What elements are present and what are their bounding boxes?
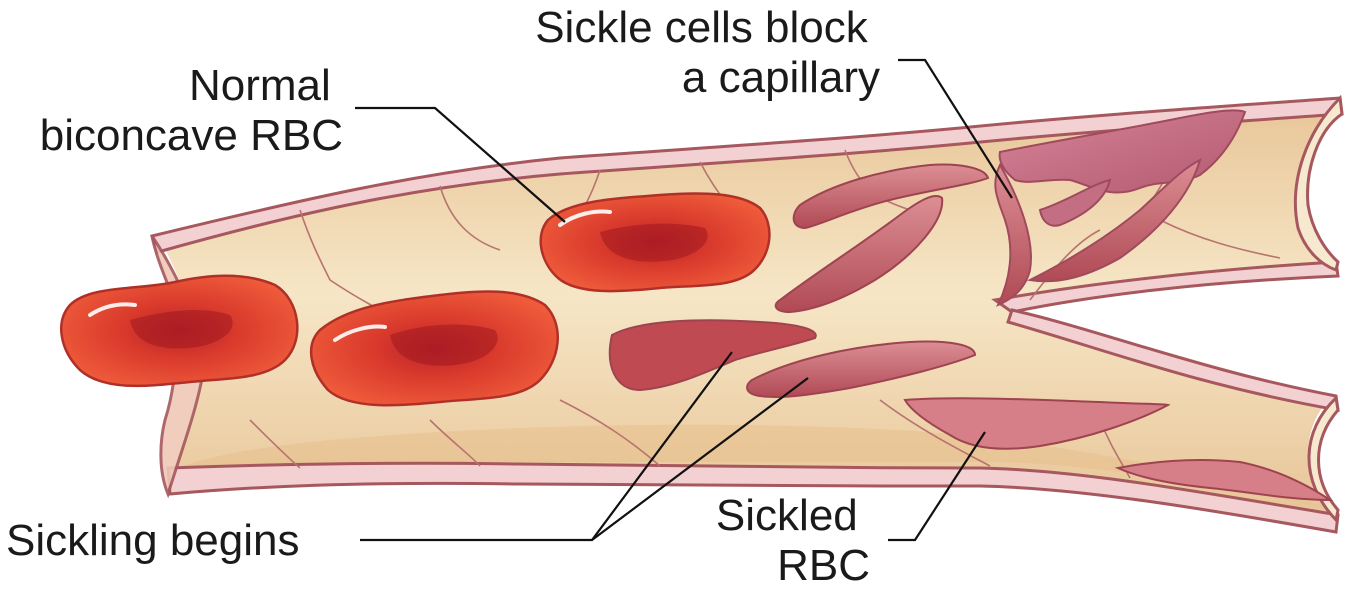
label-sickled-rbc-line1: Sickled bbox=[716, 491, 858, 540]
sickled-rbc-far bbox=[1114, 459, 1334, 502]
label-sickled-rbc-line2: RBC bbox=[777, 541, 870, 590]
sickling-cell-begin-1 bbox=[608, 319, 817, 392]
sickled-cells bbox=[608, 163, 1334, 502]
sickled-rbc-lower bbox=[903, 397, 1171, 450]
label-normal-rbc-line2: biconcave RBC bbox=[40, 111, 343, 160]
blocked-sickle-cell-2 bbox=[1026, 158, 1202, 283]
vessel-right-end-top bbox=[1293, 94, 1344, 272]
leader-lines bbox=[355, 58, 1013, 542]
normal-rbcs bbox=[60, 192, 771, 407]
label-sickling-begins: Sickling begins bbox=[6, 516, 300, 565]
label-sickle-block: Sickle cells block a capillary bbox=[535, 3, 880, 102]
label-normal-rbc: Normal biconcave RBC bbox=[40, 61, 343, 160]
label-sickling-begins-line1: Sickling begins bbox=[6, 516, 300, 565]
sickle-cell-upper bbox=[792, 163, 990, 230]
leader-sickled-rbc bbox=[888, 431, 986, 542]
label-sickled-rbc: Sickled RBC bbox=[716, 491, 870, 590]
labels: Normal biconcave RBC Sickle cells block … bbox=[6, 3, 880, 590]
sickle-cell-diagonal bbox=[774, 195, 944, 314]
label-sickle-block-line1: Sickle cells block bbox=[535, 3, 869, 52]
blocked-sickle-cell-3 bbox=[1038, 178, 1112, 227]
capillary-blockage bbox=[994, 109, 1247, 307]
capillary-branch-wall bbox=[991, 260, 1340, 314]
normal-rbc-1 bbox=[60, 274, 299, 388]
leader-normal-rbc bbox=[355, 106, 566, 223]
normal-rbc-2 bbox=[309, 290, 559, 407]
vessel-right-end-bottom bbox=[1307, 394, 1340, 524]
vessel-wall-bottom bbox=[166, 461, 1340, 534]
leader-sickle-block bbox=[898, 58, 1013, 199]
label-sickle-block-line2: a capillary bbox=[682, 53, 880, 102]
leader-sickling-begins-b bbox=[591, 377, 809, 541]
sickling-cell-begin-2 bbox=[746, 340, 977, 399]
label-normal-rbc-line1: Normal bbox=[189, 61, 331, 110]
blocked-sickle-cell-1 bbox=[994, 162, 1032, 307]
normal-rbc-3 bbox=[539, 192, 771, 293]
